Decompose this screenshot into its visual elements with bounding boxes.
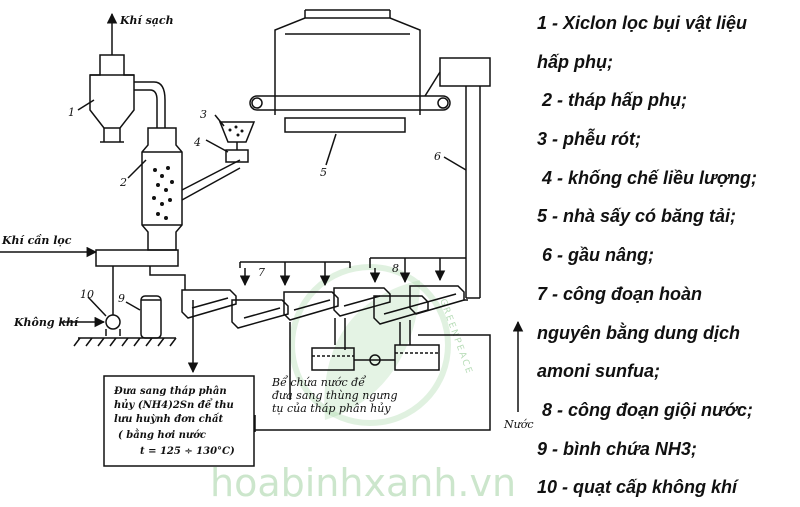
legend-item-1: 1 - Xiclon lọc bụi vật liệu <box>537 13 748 33</box>
num-2: 2 <box>119 176 127 189</box>
legend-item-7-cont-2: amoni sunfua; <box>537 361 661 382</box>
nh3-tank-9 <box>140 295 162 339</box>
legend-item-5: 5 - nhà sấy có băng tải; <box>537 206 737 227</box>
label-air: Không khí <box>13 316 80 329</box>
dosing-valve-4 <box>225 149 249 163</box>
num-4: 4 <box>193 136 201 149</box>
legend: 1 - Xiclon lọc bụi vật liệu hấp phụ; 2 -… <box>537 4 799 507</box>
watermark-leaf-icon <box>324 280 420 420</box>
legend-item-7-cont-1: nguyên bằng dung dịch <box>537 322 740 343</box>
label-air-to-clean: Khí cần lọc <box>1 233 72 247</box>
num-9: 9 <box>118 292 125 305</box>
legend-item-4: 4 - khống chế liều lượng; <box>542 167 757 188</box>
reduction-units-7 <box>181 289 339 329</box>
conveyor-belt <box>249 95 451 111</box>
num-8: 8 <box>392 262 399 275</box>
distribution-header <box>240 257 466 263</box>
hopper-3 <box>218 121 256 143</box>
heater-grid <box>284 117 406 133</box>
legend-item-1-cont: hấp phụ; <box>537 51 613 72</box>
dosing-pipe-4 <box>181 159 241 191</box>
inlet-manifold <box>95 249 179 267</box>
decomposition-note-text: Đưa sang tháp phân hủy (NH4)2Sn để thu l… <box>113 386 235 457</box>
svg-text:hủy (NH4)2Sn để thu: hủy (NH4)2Sn để thu <box>114 399 234 411</box>
legend-item-2: 2 - tháp hấp phụ; <box>542 90 687 111</box>
water-tank-note: Bể chứa nước để đưa sang thùng ngưng tụ … <box>271 376 398 415</box>
num-3: 3 <box>200 108 207 121</box>
air-fan-10 <box>105 314 121 330</box>
svg-text:đưa sang thùng ngưng: đưa sang thùng ngưng <box>272 389 398 402</box>
svg-text:t = 125 ÷ 130°C): t = 125 ÷ 130°C) <box>140 446 235 457</box>
label-clean-air: Khí sạch <box>119 14 174 27</box>
adsorbent-particles <box>152 125 244 220</box>
drying-house-5 <box>274 17 421 75</box>
adsorption-tower-2 <box>141 127 183 251</box>
cyclone-tower-duct <box>134 81 166 128</box>
num-7: 7 <box>258 266 265 279</box>
svg-text:lưu huỳnh đơn chất: lưu huỳnh đơn chất <box>114 413 223 425</box>
num-10: 10 <box>80 288 94 301</box>
legend-item-3: 3 - phễu rót; <box>537 129 641 150</box>
svg-text:tụ của tháp phân hủy: tụ của tháp phân hủy <box>272 402 391 415</box>
washing-units-8 <box>333 285 465 325</box>
tank-right <box>394 344 440 371</box>
num-6: 6 <box>434 150 441 163</box>
legend-item-9: 9 - bình chứa NH3; <box>537 438 697 459</box>
decomposition-note-box <box>103 375 255 467</box>
legend-item-10: 10 - quạt cấp không khí <box>537 477 738 498</box>
legend-item-8: 8 - công đoạn giội nước; <box>542 399 753 420</box>
watermark-brand: hoabinhxanh.vn <box>210 461 516 500</box>
num-1: 1 <box>68 106 75 119</box>
legend-item-6: 6 - gầu nâng; <box>542 245 654 266</box>
svg-text:Bể chứa nước để: Bể chứa nước để <box>271 376 366 389</box>
process-diagram: GREENPEACE hoabinhxanh.vn <box>0 9 534 500</box>
tank-left <box>311 347 355 371</box>
svg-text:Đưa sang tháp phân: Đưa sang tháp phân <box>113 386 227 397</box>
label-water: Nước <box>503 418 534 431</box>
legend-item-7: 7 - công đoạn hoàn <box>537 283 702 304</box>
bucket-elevator-head <box>439 57 491 87</box>
num-5: 5 <box>320 166 327 179</box>
cyclone-1 <box>89 54 135 129</box>
svg-text:( bằng hơi nước: ( bằng hơi nước <box>118 429 206 441</box>
pump <box>369 354 381 366</box>
